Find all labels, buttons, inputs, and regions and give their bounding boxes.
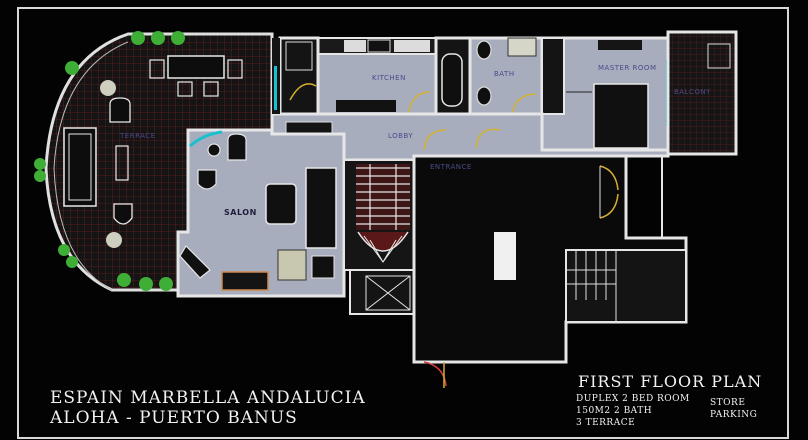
kitchen-label: KITCHEN — [372, 74, 406, 82]
main-stair — [565, 249, 687, 323]
terrace-label: TERRACE — [119, 132, 156, 140]
spec-line-1: DUPLEX 2 BED ROOM — [576, 394, 690, 404]
terrace-area — [34, 31, 712, 292]
sheet-border — [17, 7, 789, 439]
spec-line-3: 3 TERRACE — [576, 418, 636, 428]
lobby-label: LOBBY — [388, 132, 413, 140]
entrance-label: ENTRANCE — [430, 163, 472, 171]
salon-label: SALON — [224, 208, 257, 217]
location-line-1: ESPAIN MARBELLA ANDALUCIA — [50, 388, 366, 408]
plan-title: FIRST FLOOR PLAN — [578, 372, 763, 391]
balcony-label: BALCONY — [674, 88, 711, 96]
bath-label: BATH — [494, 70, 515, 78]
balcony-area — [666, 30, 738, 156]
spec-parking: PARKING — [710, 410, 758, 420]
location-line-2: ALOHA - PUERTO BANUS — [50, 408, 298, 428]
spec-store: STORE — [710, 398, 746, 408]
master-room-label: MASTER ROOM — [598, 64, 656, 72]
spiral-stair — [343, 159, 415, 271]
spec-line-2: 150M2 2 BATH — [576, 406, 653, 416]
